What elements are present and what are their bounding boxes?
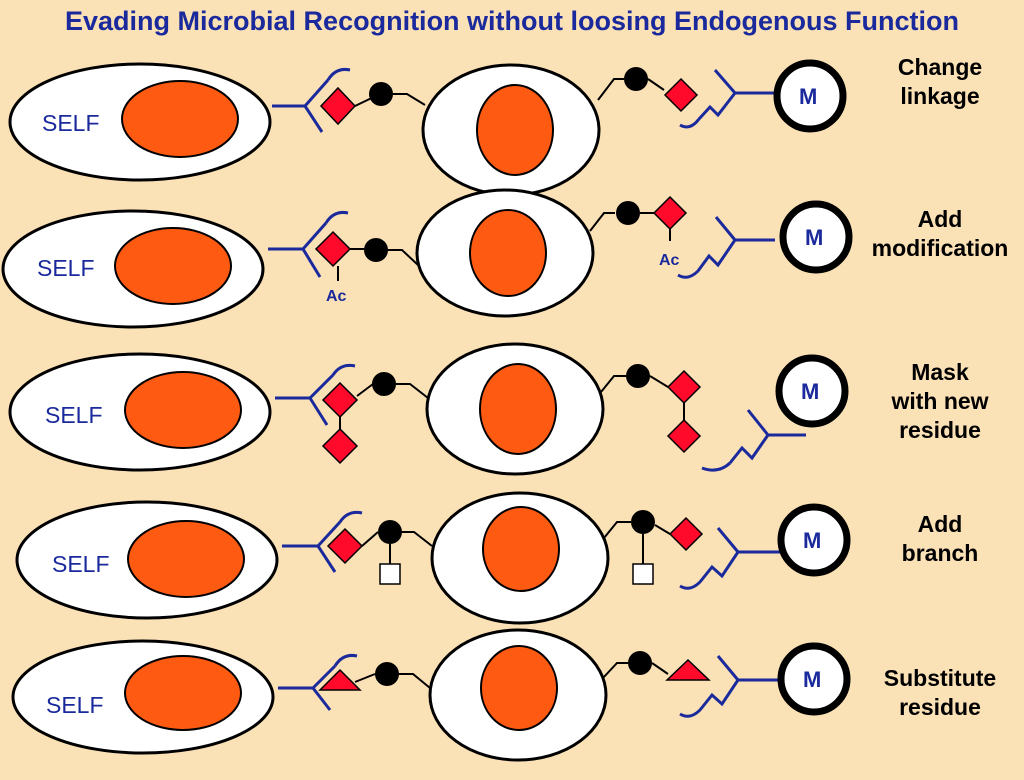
host-nucleus [476, 84, 554, 176]
row-mask-new-residue: SELF M Mask with new residue [0, 340, 1024, 490]
host-nucleus [479, 363, 557, 455]
self-label: SELF [46, 692, 104, 718]
acetyl-label: Ac [326, 288, 347, 305]
caption-line: residue [899, 694, 981, 720]
self-nucleus [121, 80, 239, 158]
host-ligand-diamond [666, 369, 702, 405]
row-diagram: SELF M [8, 59, 847, 197]
caption-line: linkage [900, 83, 980, 109]
microbe-cell [779, 200, 853, 274]
self-label: SELF [52, 551, 110, 577]
row-diagram: SELF Ac Ac M [1, 188, 853, 329]
sugar-circle [378, 520, 402, 544]
self-nucleus [124, 371, 242, 449]
masking-diamond [321, 427, 359, 465]
sugar-circle [616, 201, 640, 225]
microbe-receptor [679, 655, 778, 718]
caption-line: Add [917, 206, 963, 232]
diagram-title: Evading Microbial Recognition without lo… [65, 6, 959, 36]
microbe-receptor [679, 69, 778, 129]
microbe-cell [777, 642, 851, 716]
host-nucleus [480, 645, 558, 731]
sugar-circle [628, 651, 652, 675]
self-label: SELF [45, 402, 103, 428]
row-change-linkage: SELF M Change linkage [0, 45, 1024, 197]
self-ligand-diamond [319, 86, 357, 126]
sugar-circle [364, 238, 388, 262]
self-nucleus [127, 520, 245, 598]
microbe-label: M [805, 225, 823, 250]
self-label: SELF [37, 255, 95, 281]
self-ligand-diamond [321, 381, 359, 419]
row-substitute-residue: SELF M Substitute residue [0, 628, 1024, 780]
host-nucleus [469, 209, 547, 297]
sugar-circle [372, 372, 396, 396]
self-nucleus [124, 655, 242, 731]
microbe-label: M [801, 379, 819, 404]
branch-square [379, 563, 401, 585]
branch-square [632, 563, 654, 585]
host-nucleus [482, 506, 560, 592]
microbe-cell [777, 503, 851, 577]
sugar-circle [631, 510, 655, 534]
caption-line: Substitute [883, 665, 997, 691]
self-ligand-diamond [314, 230, 352, 268]
row-add-modification: SELF Ac Ac M Add modification [0, 185, 1024, 335]
self-ligand-triangle [318, 668, 362, 691]
masking-diamond [666, 418, 702, 454]
microbe-label: M [799, 84, 817, 109]
row-caption: Add modification [850, 205, 1024, 263]
host-ligand-diamond [652, 195, 688, 231]
row-caption: Substitute residue [850, 664, 1024, 722]
caption-line: Mask [911, 359, 969, 385]
self-receptor [278, 654, 358, 711]
sugar-circle [369, 82, 393, 106]
row-caption: Mask with new residue [850, 358, 1024, 445]
self-receptor [275, 363, 356, 426]
self-receptor [282, 510, 363, 573]
acetyl-label: Ac [659, 252, 680, 269]
caption-line: branch [901, 540, 979, 566]
self-receptor [272, 68, 351, 133]
row-diagram: SELF M [15, 491, 851, 625]
row-diagram: SELF M [11, 628, 851, 762]
host-ligand-diamond [663, 77, 699, 113]
caption-line: with new [891, 388, 989, 414]
sugar-circle [375, 662, 399, 686]
caption-line: modification [871, 235, 1009, 261]
microbe-receptor [701, 409, 806, 472]
row-diagram: SELF M [8, 342, 849, 476]
self-ligand-diamond [326, 527, 364, 565]
microbe-label: M [803, 528, 821, 553]
caption-line: residue [899, 417, 981, 443]
self-nucleus [114, 227, 232, 305]
sugar-circle [624, 67, 648, 91]
caption-line: Change [897, 54, 983, 80]
microbe-cell [773, 59, 847, 133]
self-receptor [268, 211, 349, 278]
microbe-receptor [679, 527, 780, 590]
row-caption: Add branch [850, 510, 1024, 568]
host-ligand-triangle [665, 658, 711, 681]
row-add-branch: SELF M Add branch [0, 490, 1024, 640]
caption-line: Add [917, 511, 963, 537]
host-ligand-diamond [668, 516, 704, 552]
sugar-circle [626, 364, 650, 388]
microbe-receptor [677, 216, 775, 279]
self-label: SELF [42, 110, 100, 136]
microbe-label: M [803, 667, 821, 692]
microbe-cell [775, 354, 849, 428]
row-caption: Change linkage [850, 53, 1024, 111]
